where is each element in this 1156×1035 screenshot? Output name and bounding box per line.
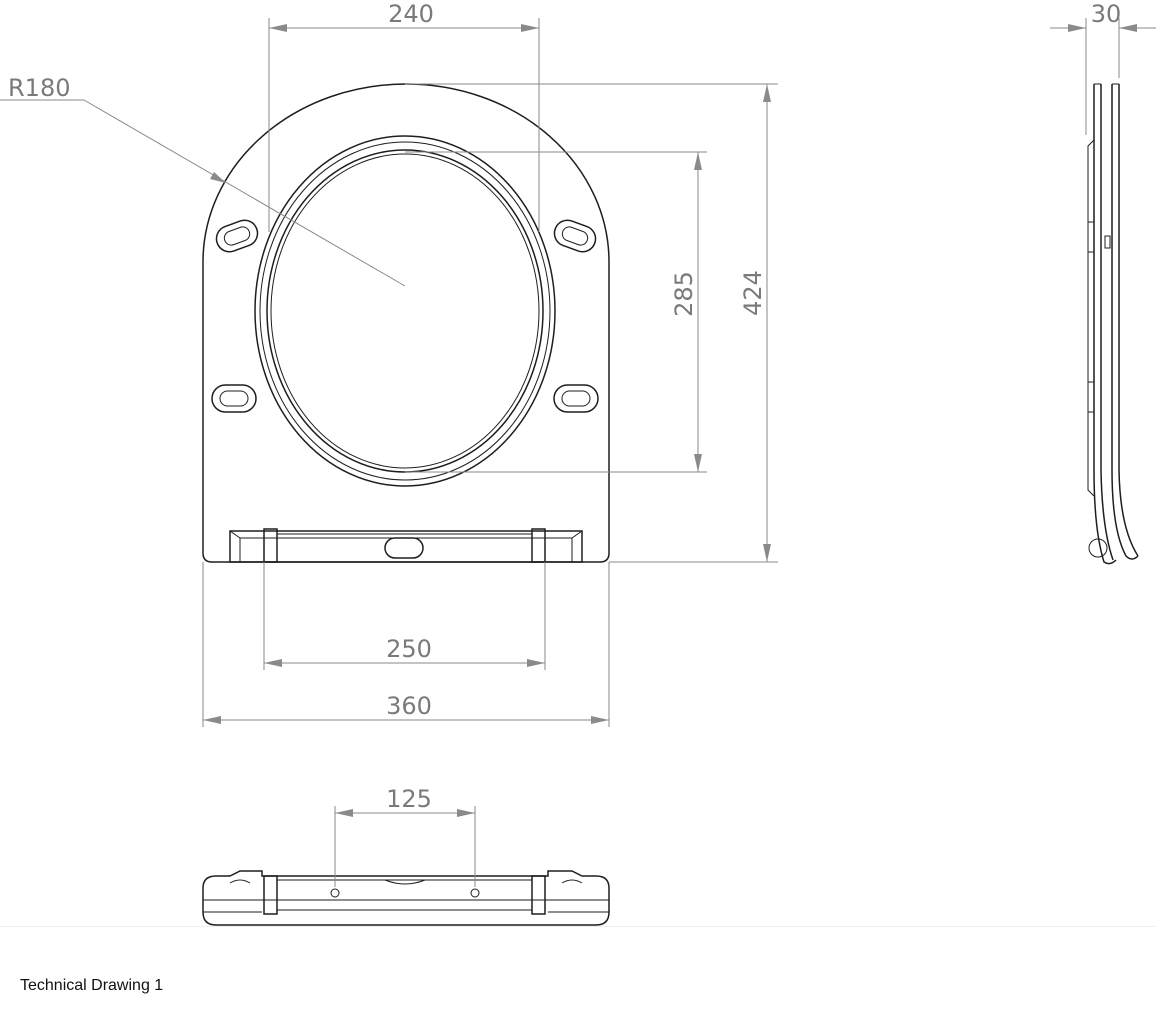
seat-outline xyxy=(202,83,610,563)
dim-thickness: 30 xyxy=(1091,0,1122,28)
bumper-top-left xyxy=(215,219,259,253)
bumper-top-right xyxy=(553,219,597,253)
dim-overall-width: 360 xyxy=(386,692,432,720)
front-view: R180 240 424 285 250 360 xyxy=(0,0,778,727)
dim-bottom-spacing: 125 xyxy=(386,785,432,813)
fixing-hole-right xyxy=(470,888,480,898)
hinge-slot xyxy=(384,537,424,559)
dim-inner-height: 285 xyxy=(670,271,698,317)
technical-drawing: R180 240 424 285 250 360 xyxy=(0,0,1156,926)
side-profile-back xyxy=(1111,84,1139,560)
dim-top-width: 240 xyxy=(388,0,434,28)
dim-overall-height: 424 xyxy=(739,270,767,316)
bumper-bottom-left xyxy=(211,384,257,413)
bottom-view: 125 xyxy=(202,785,610,926)
side-profile-front xyxy=(1093,84,1117,565)
radius-label: R180 xyxy=(8,74,70,102)
bumper-bottom-right xyxy=(553,384,599,413)
dim-hinge-spacing: 250 xyxy=(386,635,432,663)
fixing-hole-left xyxy=(330,888,340,898)
seat-opening-outer xyxy=(254,135,556,487)
side-view: 30 xyxy=(1050,0,1156,565)
seat-opening-inner xyxy=(266,149,544,473)
caption: Technical Drawing 1 xyxy=(20,977,164,994)
hinge-bar xyxy=(229,528,583,563)
bottom-outline xyxy=(202,870,610,926)
seat-opening-mid xyxy=(259,141,551,481)
divider xyxy=(0,926,1156,927)
